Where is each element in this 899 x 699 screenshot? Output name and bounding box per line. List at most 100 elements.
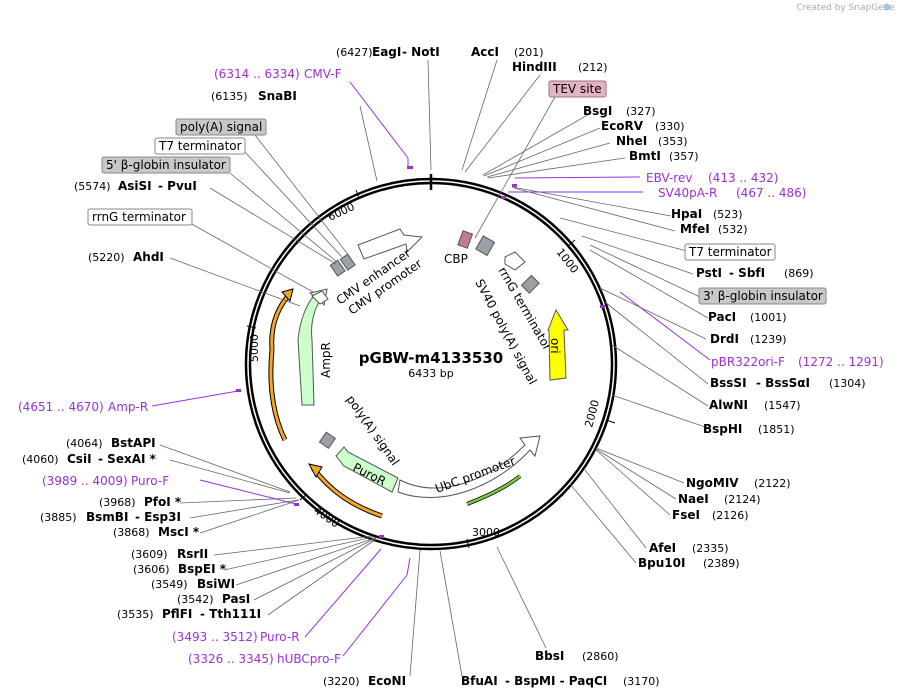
- tick-5000: 5000: [246, 325, 261, 362]
- primer-puro-r[interactable]: (3493 .. 3512)Puro-R: [172, 630, 300, 644]
- feature-gray-box: [475, 235, 496, 257]
- svg-text:(3493 .. 3512): (3493 .. 3512): [172, 630, 258, 644]
- svg-text:(3326 .. 3345): (3326 .. 3345): [188, 652, 274, 666]
- svg-text:5' β-globin insulator: 5' β-globin insulator: [106, 158, 226, 172]
- site-bsiwi[interactable]: (3549) BsiWI: [151, 577, 235, 591]
- box-tev-site[interactable]: TEV site: [548, 80, 607, 98]
- svg-text:BsiWI: BsiWI: [197, 577, 235, 591]
- svg-text:BspHI: BspHI: [703, 422, 742, 436]
- box-rrng-terminator-left[interactable]: rrnG terminator: [87, 208, 193, 226]
- feature-ampr-promoter: [311, 290, 329, 305]
- primer-puro-f[interactable]: (3989 .. 4009)Puro-F: [42, 474, 169, 488]
- box-b-globin-3[interactable]: 3' β-globin insulator: [698, 287, 827, 305]
- site-bstapi[interactable]: (4064)BstAPI: [66, 436, 156, 450]
- site-snabi[interactable]: (6135)SnaBI: [211, 89, 297, 103]
- site-econi[interactable]: (3220)EcoNI: [323, 674, 406, 688]
- site-ngomiv[interactable]: NgoMIV(2122): [686, 476, 791, 490]
- site-pasi[interactable]: (3542)PasI: [177, 592, 250, 606]
- primer-amp-r[interactable]: (4651 .. 4670)Amp-R: [18, 400, 148, 414]
- svg-text:NheI: NheI: [616, 134, 647, 148]
- svg-text:SV40pA-R: SV40pA-R: [658, 186, 717, 200]
- svg-text:(330): (330): [655, 120, 685, 133]
- site-pflfi-tth111i[interactable]: (3535)PflFI- Tth111I: [117, 607, 261, 621]
- svg-text:- BspMI - PaqCI: - BspMI - PaqCI: [505, 674, 607, 688]
- site-bbsi[interactable]: BbsI(2860): [535, 649, 619, 663]
- site-bsmbi-esp3i[interactable]: (3885)BsmBI- Esp3I: [40, 510, 181, 524]
- box-b-globin-5[interactable]: 5' β-globin insulator: [101, 156, 231, 174]
- svg-text:EcoRV: EcoRV: [601, 119, 644, 133]
- site-rsrii[interactable]: (3609)RsrII: [131, 547, 208, 561]
- site-nhei[interactable]: NheI (353): [616, 134, 688, 148]
- svg-text:pBR322ori-F: pBR322ori-F: [711, 355, 785, 369]
- svg-text:(3609): (3609): [131, 548, 168, 561]
- svg-text:FseI: FseI: [672, 508, 700, 522]
- svg-text:MfeI: MfeI: [680, 222, 710, 236]
- svg-text:AccI: AccI: [471, 45, 499, 59]
- primer-pbr322ori-f[interactable]: pBR322ori-F(1272 .. 1291): [711, 355, 884, 369]
- site-bfuai-bspmi-paqci[interactable]: BfuAI - BspMI - PaqCI (3170): [461, 674, 660, 688]
- box-t7-terminator-right[interactable]: T7 terminator: [684, 243, 776, 261]
- svg-text:rrnG terminator: rrnG terminator: [92, 210, 186, 224]
- site-bsphi[interactable]: BspHI(1851): [703, 422, 795, 436]
- svg-text:BfuAI: BfuAI: [461, 674, 498, 688]
- site-afei[interactable]: AfeI(2335): [649, 541, 729, 555]
- site-bpu10i[interactable]: Bpu10I(2389): [638, 556, 740, 570]
- site-drdi[interactable]: DrdI(1239): [710, 332, 787, 346]
- site-asisi-pvui[interactable]: (5574)AsiSI- PvuI: [74, 179, 197, 193]
- primer-sv40pa-r[interactable]: SV40pA-R (467 .. 486): [658, 186, 806, 200]
- site-hindiii[interactable]: HindIII(212): [512, 60, 608, 74]
- site-mfei[interactable]: MfeI(532): [680, 222, 748, 236]
- site-eagi-noti[interactable]: (6427)EagI- NotI: [336, 45, 440, 59]
- svg-text:poly(A) signal: poly(A) signal: [180, 120, 262, 134]
- site-pfoi[interactable]: (3968)PfoI *: [99, 495, 182, 509]
- svg-text:BsmBI: BsmBI: [86, 510, 128, 524]
- svg-text:(523): (523): [713, 208, 743, 221]
- svg-text:(4060): (4060): [22, 453, 59, 466]
- site-fsei[interactable]: FseI (2126): [672, 508, 749, 522]
- svg-text:2000: 2000: [582, 398, 602, 428]
- svg-text:PfoI *: PfoI *: [144, 495, 182, 509]
- feature-rrng-arrow: [504, 251, 526, 271]
- svg-text:AlwNI: AlwNI: [709, 398, 748, 412]
- site-paci[interactable]: PacI(1001): [708, 310, 787, 324]
- site-psti-sbfi[interactable]: PstI- SbfI(869): [696, 266, 814, 280]
- site-acci[interactable]: AccI(201): [471, 45, 544, 59]
- svg-text:(2124): (2124): [724, 493, 761, 506]
- site-bsssi[interactable]: BssSI- BssSαI(1304): [710, 376, 866, 390]
- svg-text:(467 .. 486): (467 .. 486): [736, 186, 806, 200]
- site-hpai[interactable]: HpaI(523): [671, 207, 743, 221]
- site-naei[interactable]: NaeI(2124): [678, 492, 761, 506]
- svg-text:(327): (327): [626, 105, 656, 118]
- site-msci[interactable]: (3868) MscI *: [113, 525, 200, 539]
- box-t7-terminator-left[interactable]: T7 terminator: [154, 137, 246, 155]
- site-bmti[interactable]: BmtI(357): [629, 149, 699, 163]
- site-ecorv[interactable]: EcoRV (330): [601, 119, 685, 133]
- site-ahdi[interactable]: (5220)AhdI: [88, 250, 164, 264]
- feature-cmv-promoter: [357, 228, 424, 260]
- svg-text:BspEI *: BspEI *: [178, 562, 227, 576]
- site-bsgi[interactable]: BsgI(327): [583, 104, 656, 118]
- feature-sv40-box: [520, 274, 540, 294]
- primer-ebv-rev[interactable]: EBV-rev(413 .. 432): [646, 171, 778, 185]
- svg-text:MscI *: MscI *: [158, 525, 200, 539]
- svg-text:DrdI: DrdI: [710, 332, 739, 346]
- svg-text:(3868): (3868): [113, 526, 150, 539]
- svg-text:(1304): (1304): [829, 377, 866, 390]
- feature-polya-box: [318, 431, 337, 450]
- svg-text:ori: ori: [548, 338, 562, 354]
- svg-text:(3535): (3535): [117, 608, 154, 621]
- svg-text:(3549): (3549): [151, 578, 188, 591]
- svg-text:(212): (212): [578, 61, 608, 74]
- primer-hubcpro-f[interactable]: (3326 .. 3345)hUBCpro-F: [188, 652, 341, 666]
- svg-text:BssSI: BssSI: [710, 376, 747, 390]
- plasmid-length: 6433 bp: [408, 367, 453, 380]
- site-csii-sexai[interactable]: (4060)CsiI- SexAI *: [22, 452, 157, 466]
- site-bspei[interactable]: (3606)BspEI *: [133, 562, 227, 576]
- box-polya-signal[interactable]: poly(A) signal: [175, 118, 267, 136]
- site-alwni[interactable]: AlwNI(1547): [709, 398, 801, 412]
- svg-text:(3170): (3170): [623, 675, 660, 688]
- svg-text:PstI: PstI: [696, 266, 722, 280]
- primer-cmv-f[interactable]: (6314 .. 6334)CMV-F: [214, 67, 342, 81]
- svg-text:(353): (353): [658, 135, 688, 148]
- svg-text:(2126): (2126): [712, 509, 749, 522]
